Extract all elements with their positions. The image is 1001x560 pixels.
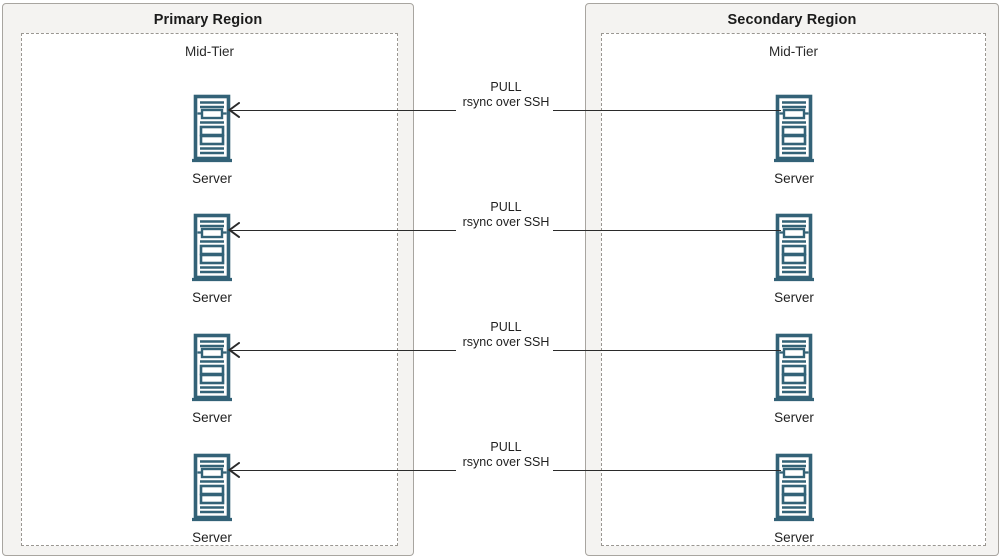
node-secondary-server-4[interactable]: Server <box>746 453 842 546</box>
node-secondary-server-1-label: Server <box>774 171 814 186</box>
connection-1-line-left <box>230 110 456 111</box>
connection-4-label-primary: PULL <box>490 440 522 454</box>
node-secondary-server-1[interactable]: Server <box>746 94 842 187</box>
node-primary-server-4-label: Server <box>192 530 232 545</box>
connection-4-label: PULL rsync over SSH <box>426 440 586 470</box>
tier-primary-mid-tier: Mid-Tier <box>21 33 398 546</box>
tier-secondary-label: Mid-Tier <box>769 44 818 59</box>
connection-2-label: PULL rsync over SSH <box>426 200 586 230</box>
node-primary-server-3[interactable]: Server <box>164 333 260 426</box>
rack-server-icon <box>189 333 235 405</box>
connection-2-line-right <box>553 230 781 231</box>
node-primary-server-1-label: Server <box>192 171 232 186</box>
rack-server-icon <box>189 213 235 285</box>
connection-4-line-right <box>553 470 781 471</box>
rack-server-icon <box>771 213 817 285</box>
connection-4-line-left <box>230 470 456 471</box>
connection-1-label-secondary: rsync over SSH <box>462 95 550 109</box>
node-secondary-server-3[interactable]: Server <box>746 333 842 426</box>
node-primary-server-2[interactable]: Server <box>164 213 260 306</box>
connection-3-label-secondary: rsync over SSH <box>462 335 550 349</box>
node-secondary-server-3-label: Server <box>774 410 814 425</box>
connection-1-label-primary: PULL <box>490 80 522 94</box>
connection-2-label-primary: PULL <box>490 200 522 214</box>
connection-1-line-right <box>553 110 781 111</box>
rack-server-icon <box>189 453 235 525</box>
region-secondary: Secondary Region Mid-Tier <box>585 3 999 556</box>
node-secondary-server-2[interactable]: Server <box>746 213 842 306</box>
connection-1[interactable]: PULL rsync over SSH <box>227 80 781 124</box>
rack-server-icon <box>771 333 817 405</box>
node-primary-server-2-label: Server <box>192 290 232 305</box>
node-primary-server-4[interactable]: Server <box>164 453 260 546</box>
tier-secondary-mid-tier: Mid-Tier <box>601 33 986 546</box>
connection-3-line-left <box>230 350 456 351</box>
connection-3-label: PULL rsync over SSH <box>426 320 586 350</box>
tier-primary-label: Mid-Tier <box>185 44 234 59</box>
connection-2[interactable]: PULL rsync over SSH <box>227 200 781 244</box>
region-secondary-title: Secondary Region <box>727 12 857 28</box>
connection-3[interactable]: PULL rsync over SSH <box>227 320 781 364</box>
node-secondary-server-2-label: Server <box>774 290 814 305</box>
node-secondary-server-4-label: Server <box>774 530 814 545</box>
connection-4-label-secondary: rsync over SSH <box>462 455 550 469</box>
region-primary: Primary Region Mid-Tier <box>2 3 414 556</box>
arrow-head-left-icon <box>227 101 241 119</box>
connection-3-line-right <box>553 350 781 351</box>
node-primary-server-3-label: Server <box>192 410 232 425</box>
rack-server-icon <box>189 94 235 166</box>
connection-4[interactable]: PULL rsync over SSH <box>227 440 781 484</box>
rack-server-icon <box>771 94 817 166</box>
node-primary-server-1[interactable]: Server <box>164 94 260 187</box>
arrow-head-left-icon <box>227 341 241 359</box>
arrow-head-left-icon <box>227 461 241 479</box>
region-primary-title: Primary Region <box>153 12 263 28</box>
arrow-head-left-icon <box>227 221 241 239</box>
connection-2-line-left <box>230 230 456 231</box>
connection-3-label-primary: PULL <box>490 320 522 334</box>
connection-1-label: PULL rsync over SSH <box>426 80 586 110</box>
connection-2-label-secondary: rsync over SSH <box>462 215 550 229</box>
rack-server-icon <box>771 453 817 525</box>
